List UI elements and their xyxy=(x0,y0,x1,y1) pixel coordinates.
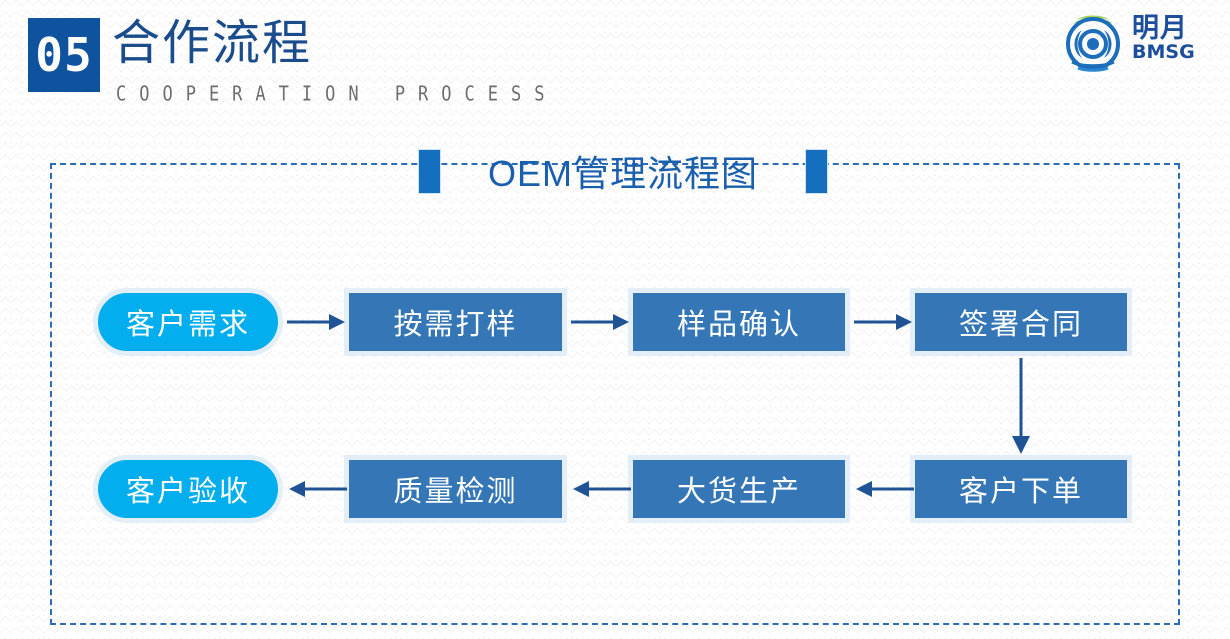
flow-node-customer-order[interactable]: 客户下单 xyxy=(910,455,1132,523)
page-subtitle: COOPERATION PROCESS xyxy=(116,83,558,107)
title-bar-right-icon xyxy=(805,148,828,194)
brand-name-cn: 明月 xyxy=(1132,13,1188,43)
flow-node-quality-inspection[interactable]: 质量检测 xyxy=(344,455,567,523)
flow-node-sampling-on-demand[interactable]: 按需打样 xyxy=(344,288,567,356)
arrow-right-icon xyxy=(571,310,631,334)
flow-node-customer-requirement[interactable]: 客户需求 xyxy=(93,288,283,356)
flow-node-sample-confirmation[interactable]: 样品确认 xyxy=(628,288,850,356)
arrow-right-icon xyxy=(854,310,914,334)
arrow-left-icon xyxy=(287,477,347,501)
arrow-left-icon xyxy=(571,477,631,501)
brand-logo: 明月 BMSG xyxy=(1060,8,1220,76)
flow-node-sign-contract[interactable]: 签署合同 xyxy=(910,288,1132,356)
diagram-title: OEM管理流程图 xyxy=(487,153,758,194)
brand-wordmark: 明月 BMSG xyxy=(1132,14,1218,72)
slide-header: 05 合作流程 COOPERATION PROCESS xyxy=(0,0,1230,120)
section-number-badge: 05 xyxy=(28,18,100,92)
arrow-left-icon xyxy=(854,477,914,501)
flow-node-bulk-production[interactable]: 大货生产 xyxy=(628,455,850,523)
flow-node-customer-acceptance[interactable]: 客户验收 xyxy=(93,455,283,523)
diagram-frame xyxy=(50,163,1180,625)
arrow-down-icon xyxy=(1008,358,1034,456)
brand-name-en: BMSG xyxy=(1132,41,1195,64)
arrow-right-icon xyxy=(287,310,347,334)
globe-logo-icon xyxy=(1060,10,1126,74)
title-bar-left-icon xyxy=(418,148,441,194)
page-title: 合作流程 xyxy=(112,17,313,70)
diagram-title-group: OEM管理流程图 xyxy=(418,143,828,199)
